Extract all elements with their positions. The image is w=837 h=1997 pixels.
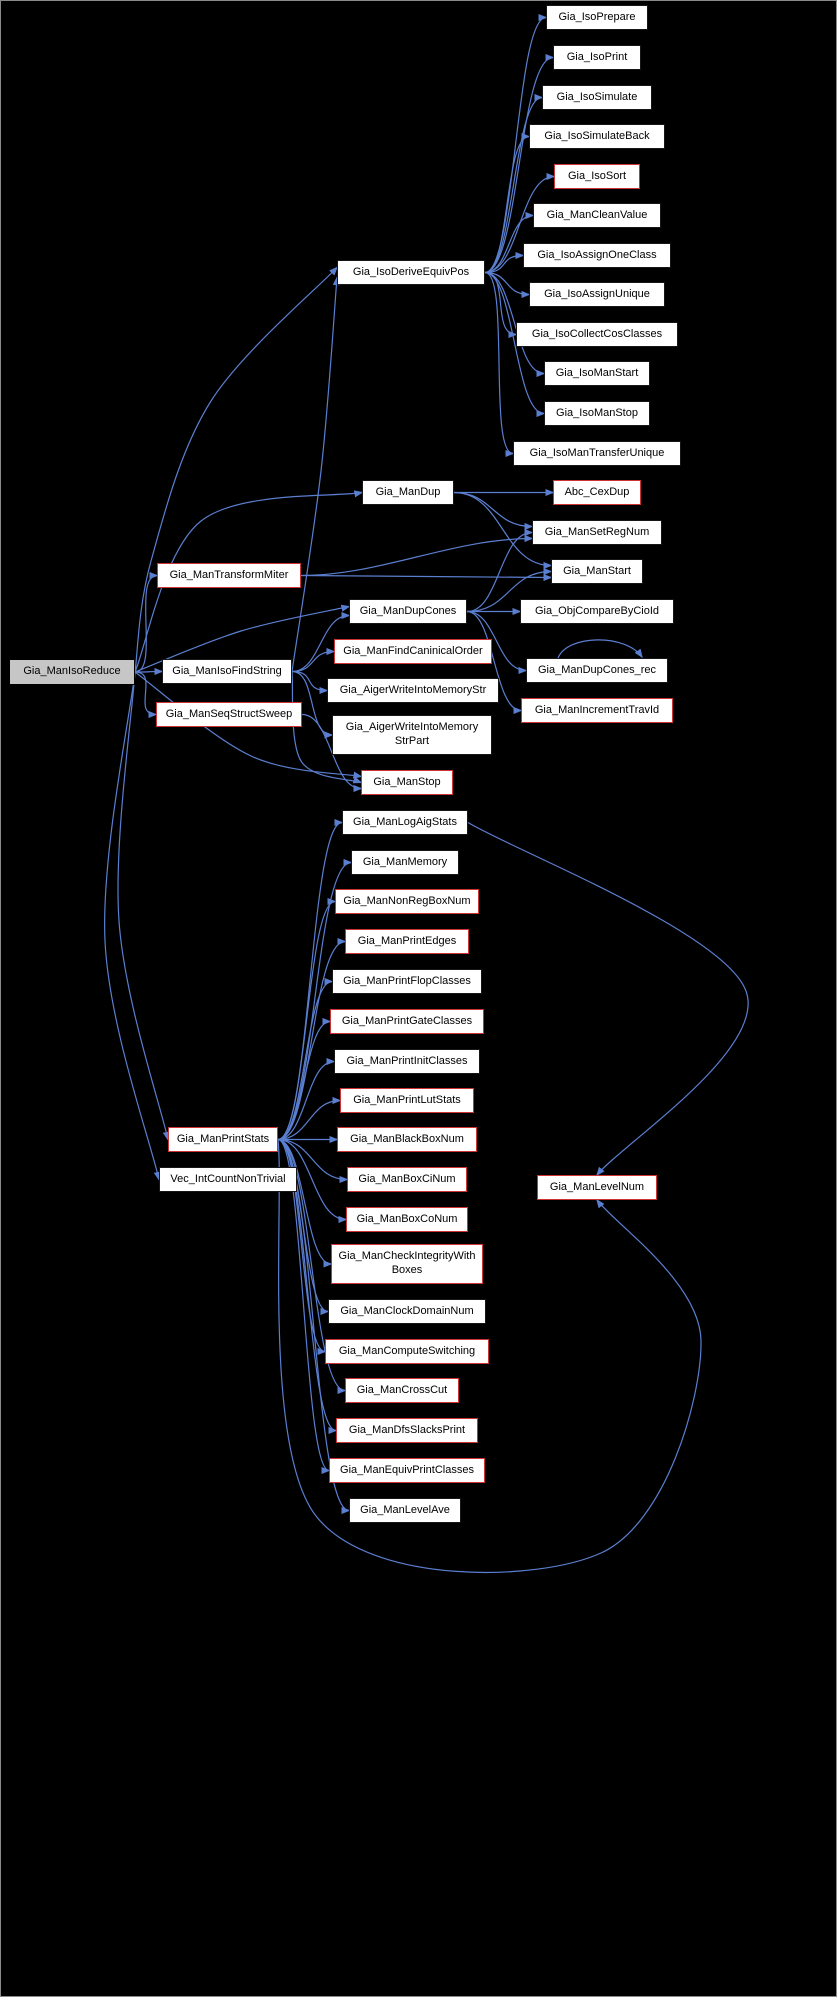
node-Gia_ManLogAigStats[interactable]: Gia_ManLogAigStats	[342, 810, 468, 835]
node-Gia_ManDupCones[interactable]: Gia_ManDupCones	[349, 599, 467, 624]
node-Gia_ManBlackBoxNum[interactable]: Gia_ManBlackBoxNum	[337, 1127, 477, 1152]
edge-Gia_ManIsoReduce-to-Vec_IntCountNonTrivial	[104, 671, 161, 1181]
edge-Gia_ManDupCones-to-Gia_ManIncrementTravId	[466, 610, 523, 715]
edge-Gia_ManIsoFindString-to-Gia_AigerWriteIntoMemoryStrPart	[291, 670, 334, 739]
node-Gia_ManCleanValue[interactable]: Gia_ManCleanValue	[533, 203, 661, 228]
edge-Gia_ManIsoFindString-to-Gia_IsoDeriveEquivPos	[291, 276, 340, 672]
edge-Gia_IsoDeriveEquivPos-to-Gia_IsoAssignUnique	[484, 271, 531, 299]
node-Abc_CexDup[interactable]: Abc_CexDup	[553, 480, 641, 505]
edge-Gia_ManPrintStats-to-Gia_ManPrintGateClasses	[277, 1017, 332, 1141]
edge-Gia_IsoDeriveEquivPos-to-Gia_IsoManStop	[484, 271, 546, 418]
edge-Gia_ManIsoReduce-to-Gia_ManDupCones	[134, 604, 351, 673]
edge-Gia_IsoDeriveEquivPos-to-Gia_IsoManTransferUnique	[484, 271, 515, 458]
edge-Gia_IsoDeriveEquivPos-to-Gia_IsoPrint	[484, 53, 555, 274]
node-Gia_IsoDeriveEquivPos[interactable]: Gia_IsoDeriveEquivPos	[337, 260, 485, 285]
edge-Gia_ManIsoFindString-to-Gia_ManFindCaninicalOrder	[291, 647, 336, 673]
edge-Gia_ManIsoReduce-to-Gia_ManPrintStats	[117, 671, 170, 1141]
edge-Gia_ManPrintStats-to-Gia_ManNonRegBoxNum	[277, 897, 337, 1141]
node-Gia_ManClockDomainNum[interactable]: Gia_ManClockDomainNum	[328, 1299, 486, 1324]
edge-Gia_ManPrintStats-to-Gia_ManLevelNum	[277, 1139, 702, 1574]
edge-Gia_ManPrintStats-to-Gia_ManBoxCiNum	[277, 1138, 349, 1184]
edge-Gia_ManPrintStats-to-Gia_ManPrintLutStats	[277, 1096, 342, 1141]
node-Gia_IsoManStop[interactable]: Gia_IsoManStop	[544, 401, 650, 426]
node-Gia_ManBoxCiNum[interactable]: Gia_ManBoxCiNum	[347, 1167, 467, 1192]
node-Gia_IsoSimulateBack[interactable]: Gia_IsoSimulateBack	[529, 124, 665, 149]
edge-Gia_ManIsoReduce-to-Gia_ManSeqStructSweep	[134, 671, 158, 719]
node-Gia_ManLevelAve[interactable]: Gia_ManLevelAve	[349, 1498, 461, 1523]
node-Vec_IntCountNonTrivial[interactable]: Vec_IntCountNonTrivial	[159, 1167, 297, 1192]
node-Gia_ManPrintEdges[interactable]: Gia_ManPrintEdges	[345, 929, 469, 954]
edge-Gia_ManDupCones-to-Gia_ManDupCones_rec	[466, 610, 528, 675]
node-Gia_ManBoxCoNum[interactable]: Gia_ManBoxCoNum	[346, 1207, 468, 1232]
edge-Gia_ManIsoReduce-to-Gia_ManIsoFindString	[134, 667, 164, 676]
node-Gia_ManTransformMiter[interactable]: Gia_ManTransformMiter	[157, 563, 301, 588]
node-Gia_ManStop[interactable]: Gia_ManStop	[361, 770, 453, 795]
node-Gia_ManDfsSlacksPrint[interactable]: Gia_ManDfsSlacksPrint	[336, 1418, 478, 1443]
node-Gia_AigerWriteIntoMemoryStr[interactable]: Gia_AigerWriteIntoMemoryStr	[327, 678, 499, 703]
node-Gia_IsoPrepare[interactable]: Gia_IsoPrepare	[546, 5, 648, 30]
edge-Gia_ManIsoReduce-to-Gia_ManStop	[134, 671, 363, 779]
node-Gia_ManCheckIntegrityWithBoxes[interactable]: Gia_ManCheckIntegrityWith Boxes	[331, 1244, 483, 1284]
edge-Gia_ManIsoReduce-to-Gia_ManTransformMiter	[134, 571, 159, 673]
node-Gia_ManPrintFlopClasses[interactable]: Gia_ManPrintFlopClasses	[332, 969, 482, 994]
node-Gia_IsoSort[interactable]: Gia_IsoSort	[554, 164, 640, 189]
node-Gia_IsoAssignUnique[interactable]: Gia_IsoAssignUnique	[529, 282, 665, 307]
node-Gia_ManPrintLutStats[interactable]: Gia_ManPrintLutStats	[340, 1088, 474, 1113]
edge-Gia_ManLogAigStats-to-Gia_ManLevelNum	[467, 821, 749, 1177]
edge-Gia_IsoDeriveEquivPos-to-Gia_IsoManStart	[484, 271, 546, 378]
node-Gia_ManDupCones_rec[interactable]: Gia_ManDupCones_rec	[526, 658, 668, 683]
node-Gia_IsoAssignOneClass[interactable]: Gia_IsoAssignOneClass	[523, 243, 671, 268]
edge-Gia_ManDup-to-Gia_ManSetRegNum	[453, 491, 534, 531]
edge-Gia_ManTransformMiter-to-Gia_ManSetRegNum	[300, 534, 534, 577]
node-Gia_ManPrintStats[interactable]: Gia_ManPrintStats	[168, 1127, 278, 1152]
edge-Gia_ManDupCones-to-Gia_ManStart	[466, 567, 553, 613]
edge-Gia_ManTransformMiter-to-Gia_ManStart	[300, 573, 553, 582]
edge-Gia_ManPrintStats-to-Gia_ManBoxCoNum	[277, 1138, 348, 1224]
edge-Gia_ManIsoReduce-to-Gia_IsoDeriveEquivPos	[134, 266, 338, 673]
node-Gia_ManPrintInitClasses[interactable]: Gia_ManPrintInitClasses	[334, 1049, 480, 1074]
node-Gia_ManFindCaninicalOrder[interactable]: Gia_ManFindCaninicalOrder	[334, 639, 492, 664]
edge-Gia_ManIsoFindString-to-Gia_ManDupCones	[291, 611, 351, 673]
node-Gia_AigerWriteIntoMemoryStrPart[interactable]: Gia_AigerWriteIntoMemory StrPart	[332, 715, 492, 755]
node-Gia_IsoCollectCosClasses[interactable]: Gia_IsoCollectCosClasses	[516, 322, 678, 347]
node-Gia_ManNonRegBoxNum[interactable]: Gia_ManNonRegBoxNum	[335, 889, 479, 914]
edge-Gia_ManDup-to-Gia_ManStart	[453, 491, 553, 570]
node-Gia_IsoSimulate[interactable]: Gia_IsoSimulate	[542, 85, 652, 110]
node-Gia_ManIncrementTravId[interactable]: Gia_ManIncrementTravId	[521, 698, 673, 723]
edge-Gia_IsoDeriveEquivPos-to-Gia_IsoCollectCosClasses	[484, 271, 518, 339]
node-Gia_ManDup[interactable]: Gia_ManDup	[362, 480, 454, 505]
edge-Gia_ManPrintStats-to-Gia_ManPrintFlopClasses	[277, 977, 334, 1141]
node-Gia_ManComputeSwitching[interactable]: Gia_ManComputeSwitching	[325, 1339, 489, 1364]
node-Gia_ManEquivPrintClasses[interactable]: Gia_ManEquivPrintClasses	[329, 1458, 485, 1483]
edge-Gia_IsoDeriveEquivPos-to-Gia_ManCleanValue	[484, 211, 535, 274]
node-Gia_ManStart[interactable]: Gia_ManStart	[551, 559, 643, 584]
node-Gia_ManIsoReduce[interactable]: Gia_ManIsoReduce	[9, 659, 135, 685]
edge-Gia_ManSeqStructSweep-to-Gia_ManStop	[301, 713, 363, 793]
node-Gia_ManSetRegNum[interactable]: Gia_ManSetRegNum	[532, 520, 662, 545]
node-Gia_IsoManStart[interactable]: Gia_IsoManStart	[544, 361, 650, 386]
edge-Gia_IsoDeriveEquivPos-to-Gia_IsoAssignOneClass	[484, 251, 525, 274]
edge-Gia_ManPrintStats-to-Gia_ManDfsSlacksPrint	[277, 1138, 338, 1435]
node-Gia_ManPrintGateClasses[interactable]: Gia_ManPrintGateClasses	[330, 1009, 484, 1034]
node-Gia_ManIsoFindString[interactable]: Gia_ManIsoFindString	[162, 659, 292, 684]
node-Gia_ObjCompareByCioId[interactable]: Gia_ObjCompareByCioId	[520, 599, 674, 624]
edge-Gia_ManIsoReduce-to-Gia_ManDup	[134, 490, 364, 673]
edge-Gia_ManPrintStats-to-Gia_ManLevelAve	[277, 1138, 351, 1515]
edge-Gia_ManIsoFindString-to-Gia_AigerWriteIntoMemoryStr	[291, 670, 329, 695]
edge-Gia_ManPrintStats-to-Gia_ManPrintInitClasses	[277, 1057, 336, 1141]
node-Gia_ManSeqStructSweep[interactable]: Gia_ManSeqStructSweep	[156, 702, 302, 727]
edge-Gia_IsoDeriveEquivPos-to-Gia_IsoSimulateBack	[484, 132, 531, 274]
edge-Gia_ManPrintStats-to-Gia_ManCrossCut	[277, 1138, 347, 1395]
edge-Gia_ManDupCones_rec-to-Gia_ManDupCones_rec	[557, 639, 643, 659]
node-Gia_ManCrossCut[interactable]: Gia_ManCrossCut	[345, 1378, 459, 1403]
node-Gia_ManLevelNum[interactable]: Gia_ManLevelNum	[537, 1175, 657, 1200]
node-Gia_IsoManTransferUnique[interactable]: Gia_IsoManTransferUnique	[513, 441, 681, 466]
edge-Gia_ManDupCones-to-Gia_ManSetRegNum	[466, 528, 534, 613]
node-Gia_ManMemory[interactable]: Gia_ManMemory	[351, 850, 459, 875]
edge-Gia_ManPrintStats-to-Gia_ManEquivPrintClasses	[277, 1138, 331, 1475]
node-Gia_IsoPrint[interactable]: Gia_IsoPrint	[553, 45, 641, 70]
